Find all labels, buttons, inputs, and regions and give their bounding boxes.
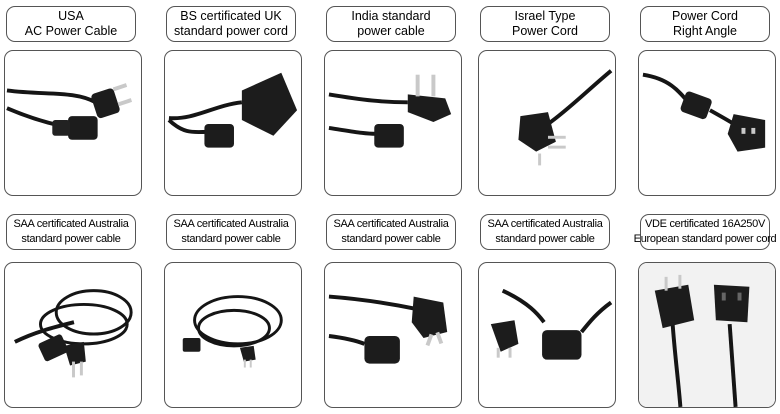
- eu-plug-icon: [639, 263, 775, 407]
- india-plug-icon: [328, 74, 452, 148]
- australia-plug-icon: [490, 288, 613, 360]
- us-plug-icon: [6, 83, 133, 140]
- product-photo[interactable]: [164, 50, 302, 196]
- product-photo[interactable]: [4, 262, 142, 408]
- israel-plug-icon: [518, 69, 613, 166]
- uk-plug-icon: [167, 72, 298, 148]
- product-photo[interactable]: [324, 262, 462, 408]
- product-photo[interactable]: [478, 262, 616, 408]
- product-photo[interactable]: [4, 50, 142, 196]
- product-photo[interactable]: [638, 50, 776, 196]
- australia-plug-icon: [182, 295, 283, 368]
- product-photo[interactable]: [164, 262, 302, 408]
- product-photo[interactable]: [478, 50, 616, 196]
- product-photo[interactable]: [638, 262, 776, 408]
- product-photo[interactable]: [324, 50, 462, 196]
- australia-plug-icon: [13, 289, 133, 378]
- right-angle-plug-icon: [642, 72, 766, 152]
- australia-plug-icon: [328, 294, 448, 364]
